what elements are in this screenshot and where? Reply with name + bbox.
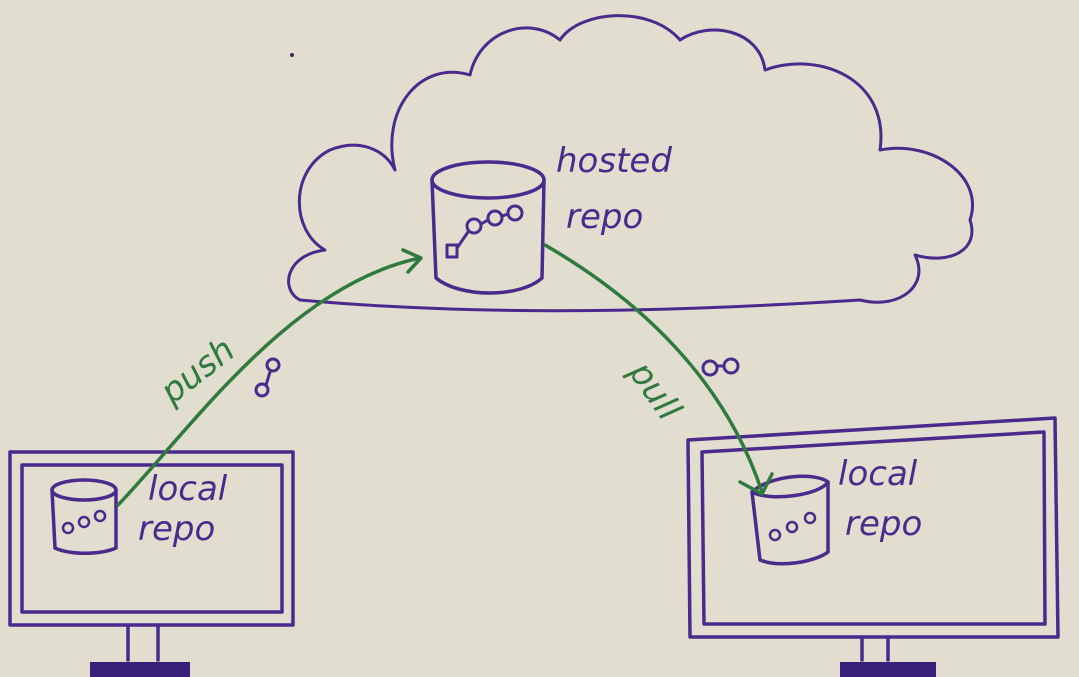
left-monitor-base [90,662,190,677]
right-local-repo-label-line1: local [838,454,918,494]
commit-chain-icon [61,509,107,535]
pull-arrow [543,243,764,494]
push-arrowhead-icon [401,248,423,274]
left-local-repo-label-line1: local [148,469,228,509]
commit-chain-icon [701,357,740,377]
hosted-repo-icon [430,160,546,295]
push-arrow [116,256,422,507]
left-local-repo-label-line2: repo [138,509,215,549]
left-local-repo-icon [50,478,118,555]
pull-arrowhead-icon [738,472,774,496]
right-computer-monitor-icon [686,416,1060,662]
hosted-repo-label-line1: hosted [556,141,672,181]
commit-chain-icon [768,511,817,542]
right-monitor-base [840,662,936,677]
cloud-icon [287,14,974,313]
right-local-repo-label-line2: repo [845,504,922,544]
hosted-repo-label-line2: repo [566,197,643,237]
commit-chain-icon [445,204,524,259]
commit-chain-icon [254,357,281,398]
right-local-repo-icon [750,474,830,566]
